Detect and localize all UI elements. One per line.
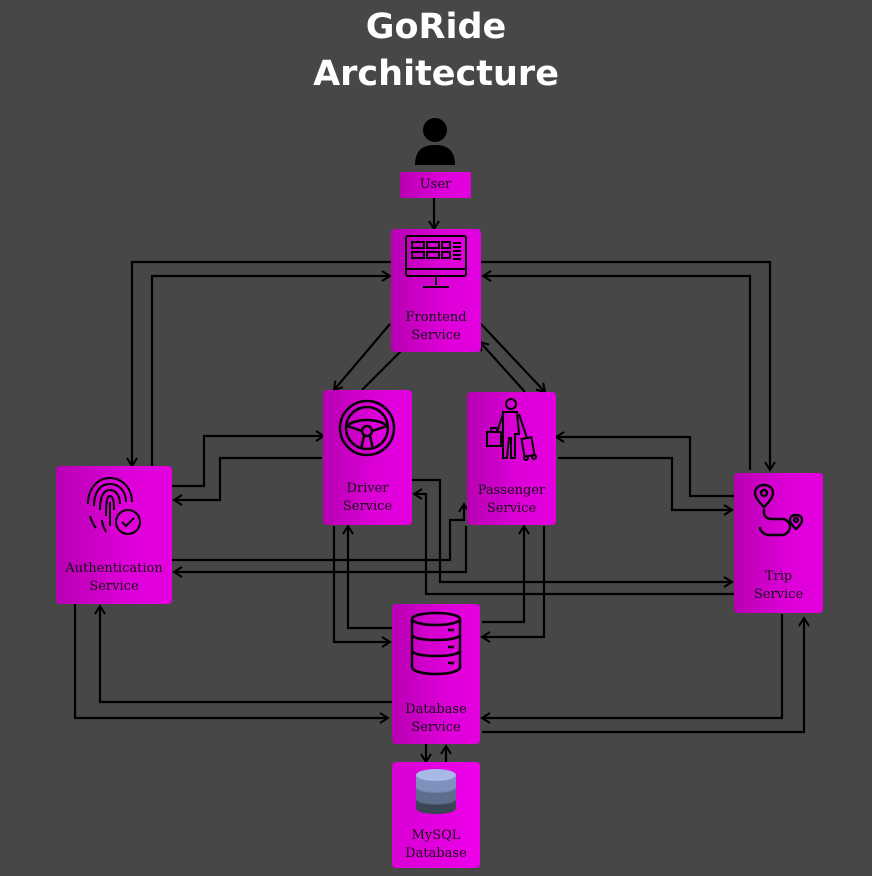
trip-label-1: Trip: [764, 569, 793, 584]
edge-database-auth: [94, 604, 392, 704]
edge-passenger-trip: [558, 456, 734, 516]
edge-database-driver: [342, 524, 392, 630]
passenger-label-1: Passenger: [477, 483, 546, 498]
mysql-database-node: MySQL Database: [392, 762, 480, 868]
edge-auth-database: [73, 604, 390, 724]
route-icon: [753, 483, 804, 537]
user-node: User: [400, 172, 471, 198]
edge-trip-driver: [412, 488, 734, 596]
edge-frontend-passenger: [480, 323, 547, 394]
frontend-label-2: Service: [411, 328, 461, 343]
database-label-2: Service: [411, 720, 461, 735]
database-icon: [410, 611, 462, 676]
title-line-2: Architecture: [313, 54, 559, 94]
driver-label-2: Service: [342, 499, 393, 514]
passenger-service-node: Passenger Service: [467, 392, 556, 525]
edge-passenger-database: [480, 526, 546, 643]
driver-label-1: Driver: [346, 481, 389, 496]
monitor-icon: [405, 235, 467, 288]
edge-frontend-trip: [481, 260, 776, 472]
auth-label-2: Service: [89, 579, 139, 594]
edge-driver-trip: [412, 478, 734, 588]
driver-service-node: Driver Service: [323, 390, 412, 525]
passenger-label-2: Service: [486, 501, 537, 516]
authentication-service-node: Authentication Service: [56, 466, 172, 604]
database-label-1: Database: [405, 702, 467, 717]
trip-service-node: Trip Service: [734, 473, 823, 613]
edge-database-trip: [482, 616, 810, 734]
stacked-database-icon: [416, 769, 456, 814]
edge-trip-database: [480, 614, 784, 724]
edge-passenger-auth: [172, 526, 468, 578]
edge-passenger-frontend: [478, 340, 526, 393]
edge-trip-passenger: [554, 431, 734, 498]
steering-wheel-icon: [338, 399, 396, 457]
traveler-luggage-icon: [486, 398, 537, 461]
fingerprint-check-icon: [87, 476, 141, 535]
database-service-node: Database Service: [392, 604, 480, 744]
edge-auth-passenger: [172, 502, 470, 562]
trip-label-2: Service: [753, 587, 804, 602]
auth-label-1: Authentication: [65, 561, 163, 576]
diagram-title: GoRide Architecture: [0, 4, 872, 98]
mysql-label-1: MySQL: [411, 828, 461, 843]
edge-auth-frontend: [150, 270, 392, 466]
edge-frontend-driver: [332, 323, 391, 392]
edge-frontend-auth: [126, 260, 392, 468]
edge-auth-driver: [172, 430, 326, 488]
edge-trip-frontend: [481, 270, 752, 470]
mysql-label-2: Database: [405, 846, 467, 861]
title-line-1: GoRide: [365, 7, 507, 47]
frontend-service-node: Frontend Service: [391, 229, 481, 352]
edge-driver-auth: [172, 456, 322, 506]
frontend-label-1: Frontend: [405, 310, 467, 325]
user-icon: [413, 117, 457, 165]
edge-database-passenger: [482, 524, 530, 624]
edge-driver-database: [332, 526, 392, 648]
user-label: User: [419, 177, 452, 192]
